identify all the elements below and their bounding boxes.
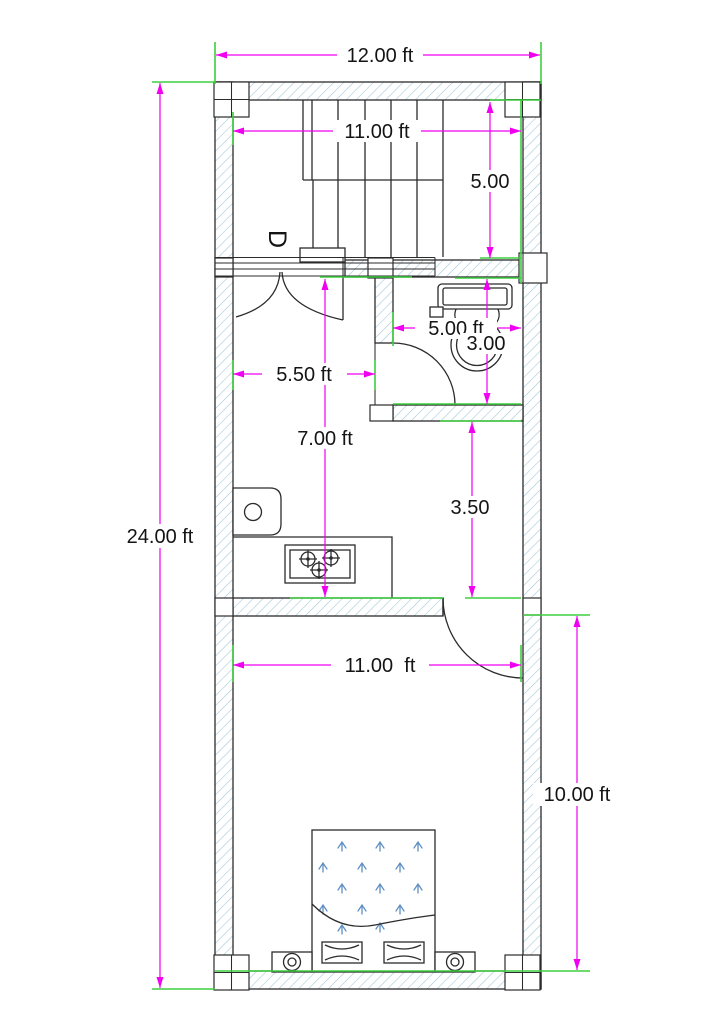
hall-length-label: 7.00 ft — [297, 428, 353, 450]
entry-double-door — [215, 256, 436, 321]
door-label: D — [263, 230, 291, 248]
bathroom-bottom-wall — [392, 404, 524, 422]
door-swing-arc — [235, 271, 281, 318]
wall-junction-block — [214, 257, 234, 278]
corner-column — [213, 954, 250, 991]
stair-landing — [299, 247, 346, 263]
right-wall — [522, 81, 542, 990]
top-wall — [214, 81, 542, 101]
bottom-wall — [214, 970, 542, 990]
kitchen-depth-label: 3.50 — [451, 497, 490, 519]
bathroom-depth-label: 3.00 — [467, 333, 506, 355]
pillow — [321, 941, 363, 964]
hall-width-label: 5.50 ft — [276, 364, 332, 386]
left-wall — [214, 81, 234, 990]
overall-width-label: 12.00 ft — [347, 45, 414, 67]
blanket-fold — [311, 903, 436, 928]
wall-junction-block — [367, 257, 394, 279]
door-swing-arc — [442, 597, 524, 679]
kitchen — [232, 487, 393, 598]
staircase — [299, 100, 444, 263]
extension-lines — [152, 42, 590, 990]
sink-drain — [243, 502, 263, 522]
corner-column — [504, 954, 541, 991]
bedroom-width-label: 11.00 ft — [345, 655, 416, 677]
bedroom-wall — [232, 597, 444, 617]
nightstand — [434, 951, 476, 973]
wall-junction-block — [214, 597, 234, 617]
kitchen-sink — [232, 487, 282, 536]
counter — [233, 536, 393, 598]
wall-junction-block — [522, 597, 542, 616]
stairs-room-width-label: 11.00 ft — [344, 121, 410, 143]
corner-column — [213, 81, 250, 118]
bedroom-door — [442, 597, 524, 679]
wall-junction-block — [369, 404, 394, 422]
overall-height-label: 24.00 ft — [127, 526, 194, 548]
interior-walls — [232, 259, 524, 617]
stove — [284, 544, 356, 584]
wall-junction-block — [518, 252, 548, 284]
bathroom-left-wall — [374, 276, 394, 344]
dimension-labels: 12.00 ft 24.00 ft 11.00 ft 5.00 5.00 ft … — [118, 44, 621, 806]
bedroom-depth-label: 10.00 ft — [544, 784, 611, 806]
door-swing-arc — [392, 342, 456, 406]
nightstand — [271, 951, 313, 973]
bed — [271, 829, 476, 973]
door-swing-arc — [281, 271, 344, 321]
exterior-walls — [214, 81, 542, 990]
pillow — [383, 941, 425, 964]
stairs-room-depth-label: 5.00 — [471, 171, 510, 193]
